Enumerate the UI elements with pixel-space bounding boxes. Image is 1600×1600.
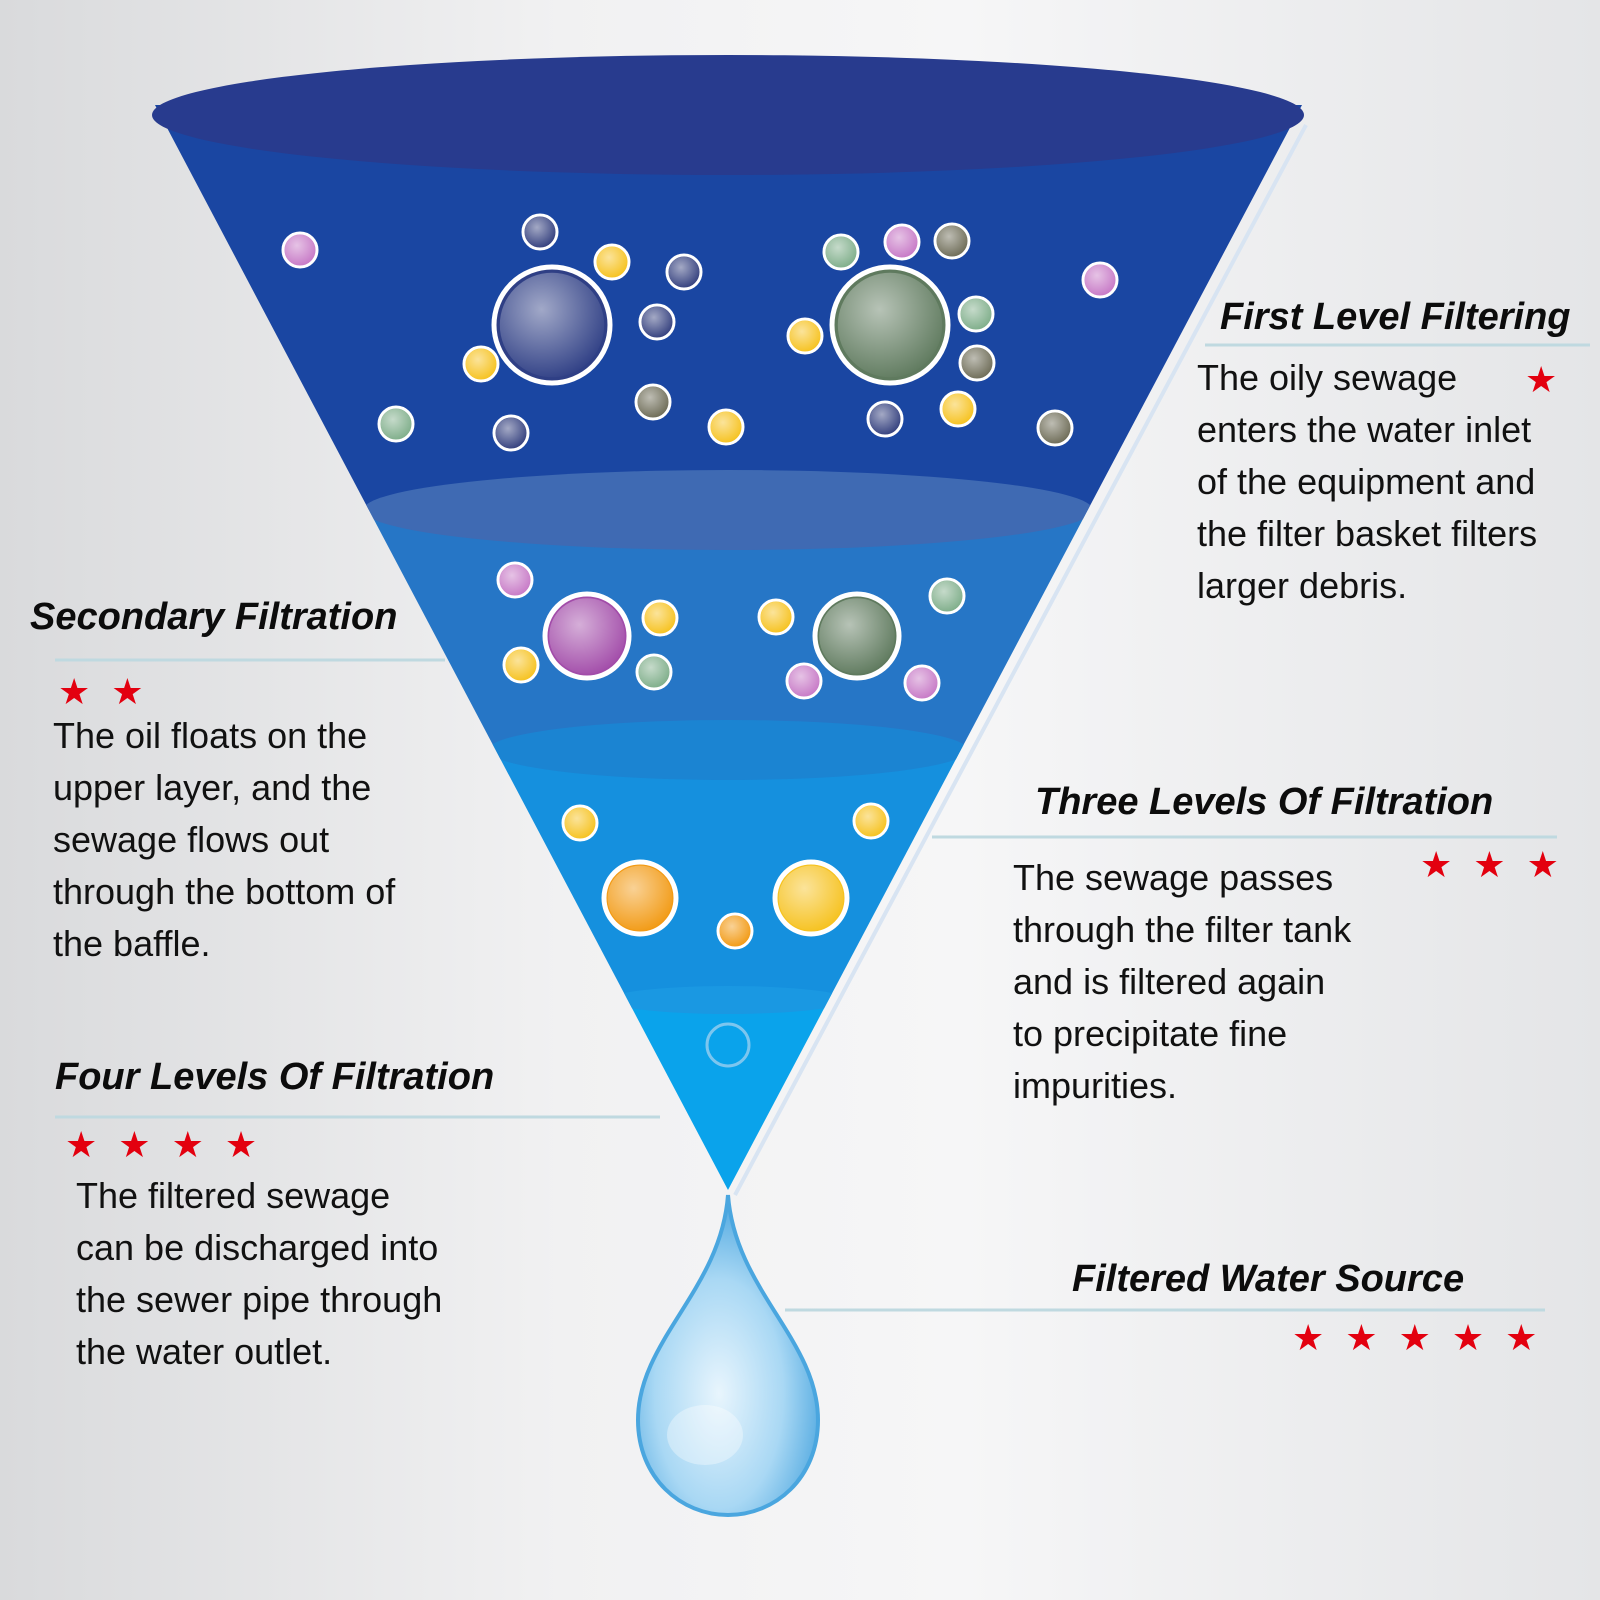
impurity-particle-icon: [521, 213, 559, 251]
secondary-description: The oil floats on the upper layer, and th…: [53, 710, 493, 970]
impurity-particle-icon: [641, 599, 679, 637]
description-line: can be discharged into: [76, 1227, 439, 1268]
fourth-level-heading: Four Levels Of Filtration: [55, 1056, 495, 1098]
impurity-particle-icon: [593, 243, 631, 281]
impurity-particles: [281, 213, 1119, 950]
impurity-particle-icon: [903, 664, 941, 702]
impurity-particle-icon: [757, 598, 795, 636]
layer-surface-3: [488, 720, 968, 780]
impurity-particle-icon: [542, 591, 632, 681]
impurity-particle-icon: [883, 223, 921, 261]
impurity-particle-icon: [866, 400, 904, 438]
funnel-rim: [152, 55, 1304, 175]
fourth-level-description: The filtered sewage can be discharged int…: [76, 1170, 546, 1378]
impurity-particle-icon: [561, 804, 599, 842]
description-line: The oil floats on the: [53, 715, 368, 756]
description-line: The filtered sewage: [76, 1175, 391, 1216]
bubble-icon: [705, 1022, 751, 1068]
impurity-particle-icon: [601, 859, 679, 937]
water-drop-shine: [667, 1405, 743, 1465]
description-line: the water outlet.: [76, 1331, 333, 1372]
impurity-particle-icon: [939, 390, 977, 428]
filtered-water-heading: Filtered Water Source: [1072, 1258, 1465, 1300]
impurity-particle-icon: [852, 802, 890, 840]
description-line: larger debris.: [1197, 565, 1408, 606]
red-star-icon: ★: [1292, 1317, 1346, 1358]
water-drop-icon: [635, 1194, 821, 1518]
description-line: The oily sewage: [1197, 357, 1458, 398]
impurity-particle-icon: [822, 233, 860, 271]
layer-surface-4: [608, 986, 848, 1014]
description-line: the baffle.: [53, 923, 211, 964]
impurity-particle-icon: [635, 653, 673, 691]
impurity-particle-icon: [492, 414, 530, 452]
red-star-icon: ★: [111, 671, 165, 712]
impurity-particle-icon: [634, 383, 672, 421]
impurity-particle-icon: [958, 344, 996, 382]
impurity-particle-icon: [491, 264, 613, 386]
first-level-description: The oily sewage enters the water inlet of …: [1197, 352, 1597, 612]
leader-lines: [55, 343, 1590, 1312]
impurity-particle-icon: [957, 295, 995, 333]
impurity-particle-icon: [786, 317, 824, 355]
filtered-water-rating: ★★★★★: [1292, 1318, 1558, 1358]
funnel-edge-highlight: [733, 124, 1308, 1196]
impurity-particle-icon: [377, 405, 415, 443]
impurity-particle-icon: [1036, 409, 1074, 447]
description-line: of the equipment and: [1197, 461, 1536, 502]
description-line: the filter basket filters: [1197, 513, 1538, 554]
description-line: the sewer pipe through: [76, 1279, 443, 1320]
impurity-particle-icon: [1081, 261, 1119, 299]
red-star-icon: ★: [58, 671, 112, 712]
third-level-heading: Three Levels Of Filtration: [1035, 781, 1494, 823]
red-star-icon: ★: [171, 1124, 225, 1165]
red-star-icon: ★: [1345, 1317, 1399, 1358]
secondary-rating: ★★: [58, 672, 165, 712]
red-star-icon: ★: [1525, 359, 1579, 400]
red-star-icon: ★: [1526, 844, 1580, 885]
fourth-level-rating: ★★★★: [65, 1125, 278, 1165]
secondary-heading: Secondary Filtration: [30, 596, 398, 638]
impurity-particle-icon: [812, 591, 902, 681]
red-star-icon: ★: [1473, 844, 1527, 885]
impurity-particle-icon: [772, 859, 850, 937]
impurity-particle-icon: [933, 222, 971, 260]
description-line: to precipitate fine: [1013, 1013, 1288, 1054]
impurity-particle-icon: [496, 561, 534, 599]
layer-surface-2: [363, 470, 1093, 550]
impurity-particle-icon: [928, 577, 966, 615]
impurity-particle-icon: [638, 303, 676, 341]
red-star-icon: ★: [1420, 844, 1474, 885]
red-star-icon: ★: [224, 1124, 279, 1165]
red-star-icon: ★: [1505, 1317, 1559, 1358]
red-star-icon: ★: [118, 1124, 172, 1165]
description-line: The sewage passes: [1013, 857, 1334, 898]
impurity-particle-icon: [281, 231, 319, 269]
description-line: upper layer, and the: [53, 767, 372, 808]
description-line: through the filter tank: [1013, 909, 1352, 950]
red-star-icon: ★: [1451, 1317, 1506, 1358]
first-level-rating: ★: [1525, 360, 1578, 400]
description-line: enters the water inlet: [1197, 409, 1532, 450]
red-star-icon: ★: [1398, 1317, 1452, 1358]
impurity-particle-icon: [716, 912, 754, 950]
description-line: impurities.: [1013, 1065, 1178, 1106]
impurity-particle-icon: [502, 646, 540, 684]
impurity-particle-icon: [785, 662, 823, 700]
description-line: sewage flows out: [53, 819, 330, 860]
description-line: and is filtered again: [1013, 961, 1326, 1002]
third-level-rating: ★★★: [1420, 845, 1580, 885]
description-line: through the bottom of: [53, 871, 396, 912]
impurity-particle-icon: [829, 264, 951, 386]
red-star-icon: ★: [65, 1124, 119, 1165]
first-level-heading: First Level Filtering: [1220, 296, 1571, 338]
impurity-particle-icon: [707, 408, 745, 446]
impurity-particle-icon: [462, 345, 500, 383]
third-level-description: The sewage passes through the filter tank…: [1013, 852, 1433, 1112]
impurity-particle-icon: [665, 253, 703, 291]
